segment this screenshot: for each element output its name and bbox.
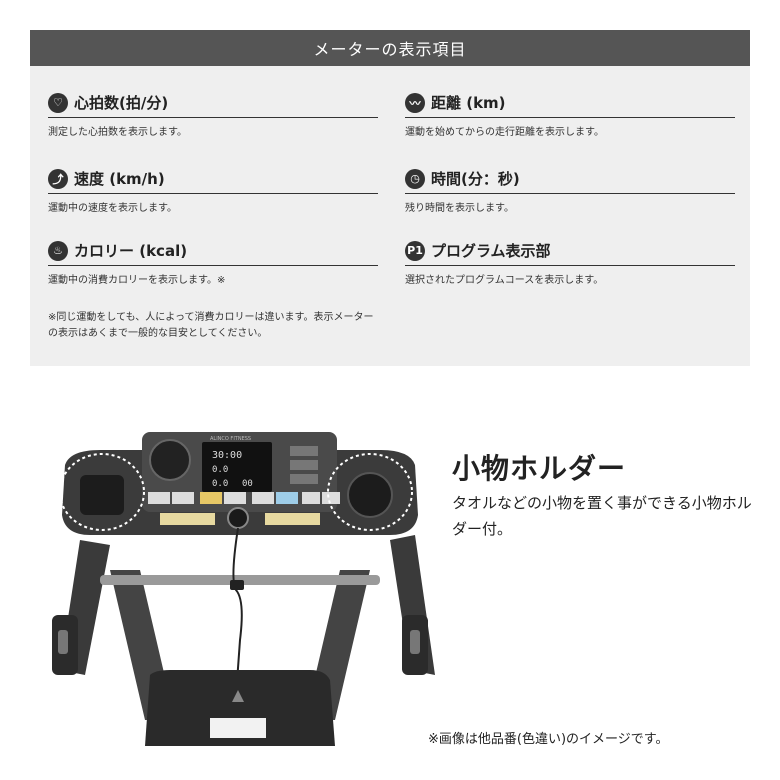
right-holder-highlight	[327, 453, 413, 531]
clock-icon: ◷	[405, 168, 425, 189]
console-button-8[interactable]	[322, 492, 340, 504]
meter-item-calorie: ♨ カロリー (kcal) 運動中の消費カロリーを表示します。※	[48, 238, 378, 288]
display-speed: 0.0	[212, 465, 228, 475]
left-holder-highlight	[59, 453, 145, 531]
image-footnote: ※画像は他品番(色違い)のイメージです。	[428, 732, 669, 747]
meter-item-desc: 測定した心拍数を表示します。	[48, 127, 187, 138]
display-time: 30:00	[212, 450, 242, 461]
console-button-3[interactable]	[200, 492, 222, 504]
motor-cover	[145, 670, 335, 746]
heart-icon: ♡	[48, 92, 68, 113]
readout-block	[290, 474, 318, 484]
speaker	[149, 439, 191, 481]
meter-item-desc: 運動中の速度を表示します。	[48, 203, 177, 214]
meter-item-distance: 〰 距離 (km) 運動を始めてからの走行距離を表示します。	[405, 90, 735, 140]
meter-item-title: 速度 (km/h)	[74, 170, 165, 188]
meter-item-desc: 運動を始めてからの走行距離を表示します。	[405, 127, 604, 138]
meter-item-title: 距離 (km)	[431, 94, 506, 112]
safety-clip	[230, 580, 244, 590]
meter-item-heart-rate: ♡ 心拍数(拍/分) 測定した心拍数を表示します。	[48, 90, 378, 140]
meter-item-program: P1 プログラム表示部 選択されたプログラムコースを表示します。	[405, 238, 735, 288]
meter-item-speed: ⤴ 速度 (km/h) 運動中の速度を表示します。	[48, 166, 378, 216]
safety-key[interactable]	[227, 507, 249, 529]
meter-item-desc: 残り時間を表示します。	[405, 203, 514, 214]
meter-item-title: 時間(分：秒)	[431, 170, 520, 188]
left-holder	[80, 475, 124, 515]
holder-title: 小物ホルダー	[452, 452, 627, 485]
meter-item-title: カロリー (kcal)	[74, 242, 188, 260]
label-strip-left	[160, 513, 215, 525]
readout-block	[290, 446, 318, 456]
calorie-note: ※同じ運動をしても、人によって消費カロリーは違います。表示メーターの表示はあくま…	[48, 312, 374, 339]
console-button-7[interactable]	[302, 492, 320, 504]
console-button-5[interactable]	[252, 492, 274, 504]
warning-label	[210, 718, 266, 738]
meter-info-panel: メーターの表示項目	[30, 30, 750, 366]
left-grip-sensor	[58, 630, 68, 654]
readout-block	[290, 460, 318, 470]
logo-mark	[232, 690, 244, 702]
lcd-display	[202, 442, 272, 492]
holder-description: タオルなどの小物を置く事ができる小物ホルダー付。	[452, 494, 752, 539]
meter-item-title: プログラム表示部	[431, 242, 551, 260]
meter-item-desc: 運動中の消費カロリーを表示します。※	[48, 275, 226, 286]
meter-item-title: 心拍数(拍/分)	[74, 94, 169, 112]
brand-label: ALINCO FITNESS	[210, 436, 251, 442]
meter-item-time: ◷ 時間(分：秒) 残り時間を表示します。	[405, 166, 735, 216]
label-strip-right	[265, 513, 320, 525]
right-holder	[347, 472, 393, 518]
display-dist: 00	[242, 479, 253, 489]
console-button-6[interactable]	[276, 492, 298, 504]
right-grip-sensor	[410, 630, 420, 654]
meter-item-desc: 選択されたプログラムコースを表示します。	[405, 275, 604, 286]
display-cal: 0.0	[212, 479, 228, 489]
speed-icon: ⤴	[48, 168, 68, 189]
treadmill-illustration: 30:00 0.0 0.0 00 ALINCO FITNESS	[52, 432, 435, 746]
console-button-4[interactable]	[224, 492, 246, 504]
console-button-2[interactable]	[172, 492, 194, 504]
console-button-1[interactable]	[148, 492, 170, 504]
program-icon: P1	[405, 240, 425, 261]
flame-icon: ♨	[48, 240, 68, 261]
meter-header: メーターの表示項目	[30, 30, 750, 66]
distance-icon: 〰	[405, 92, 425, 113]
